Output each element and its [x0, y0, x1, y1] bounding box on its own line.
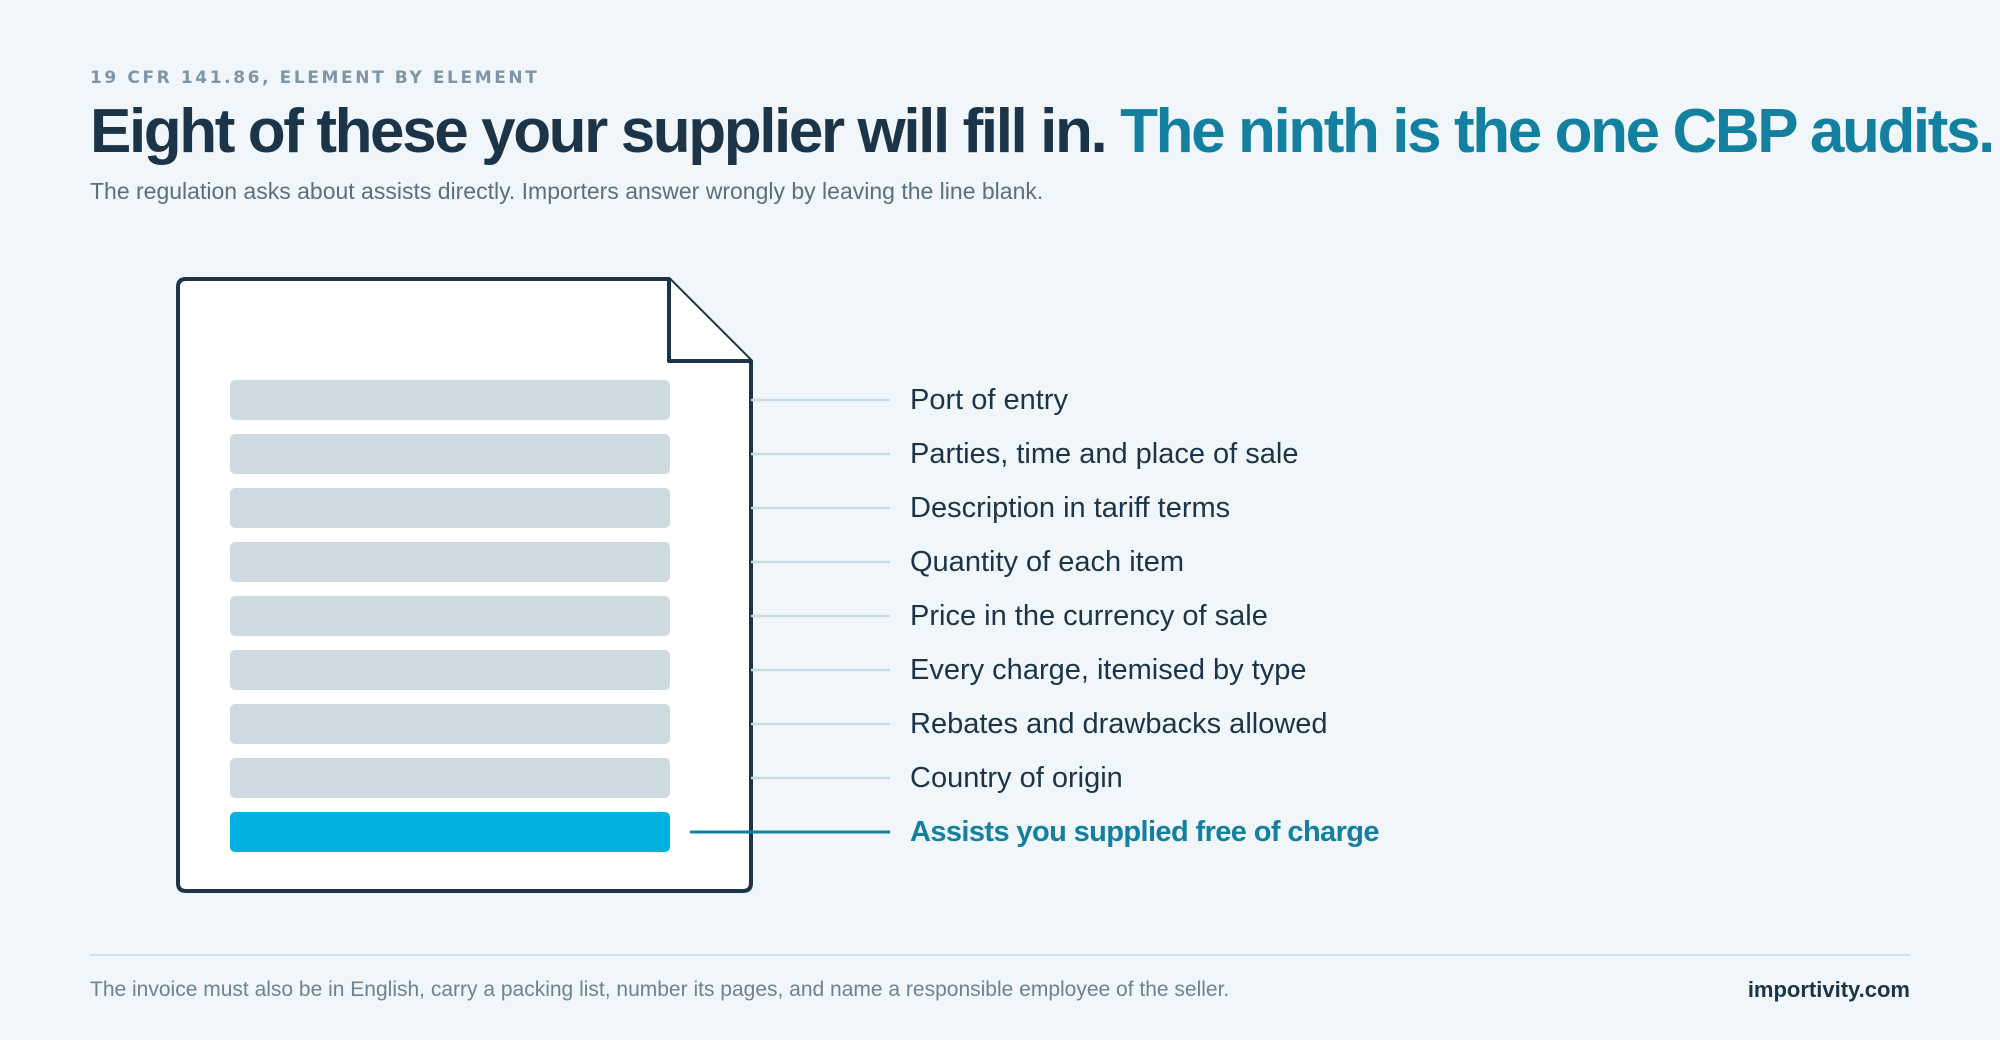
invoice-document-outline [176, 277, 753, 893]
element-label: Description in tariff terms [910, 492, 1231, 524]
invoice-field-bar [230, 380, 670, 420]
brand-logo: importivity.com [1747, 977, 1910, 1002]
element-label: Price in the currency of sale [910, 600, 1268, 632]
folded-corner [667, 279, 751, 363]
invoice-field-bar [230, 758, 670, 798]
invoice-field-bar [230, 488, 670, 528]
headline-accent: The ninth is the one CBP audits. [1120, 97, 1995, 166]
element-label-highlight: Assists you supplied free of charge [910, 816, 1380, 848]
invoice-field-bar [230, 704, 670, 744]
element-label: Every charge, itemised by type [910, 654, 1307, 686]
invoice-field-bar [230, 434, 670, 474]
invoice-field-bar [230, 542, 670, 582]
element-label: Port of entry [910, 384, 1068, 416]
footer-divider [90, 954, 1910, 956]
headline-main: Eight of these your supplier will fill i… [90, 97, 1108, 166]
invoice-field-bar [230, 596, 670, 636]
footer-note: The invoice must also be in English, car… [90, 978, 1230, 1001]
subtitle: The regulation asks about assists direct… [90, 178, 1044, 204]
invoice-field-bar-highlight [230, 812, 670, 852]
element-label: Country of origin [910, 762, 1123, 794]
invoice-field-bar [230, 650, 670, 690]
page-title: Eight of these your supplier will fill i… [90, 96, 1995, 168]
eyebrow: 19 CFR 141.86, ELEMENT BY ELEMENT [90, 68, 540, 88]
element-label: Rebates and drawbacks allowed [910, 708, 1328, 740]
element-label: Parties, time and place of sale [910, 438, 1299, 470]
element-label: Quantity of each item [910, 546, 1185, 578]
